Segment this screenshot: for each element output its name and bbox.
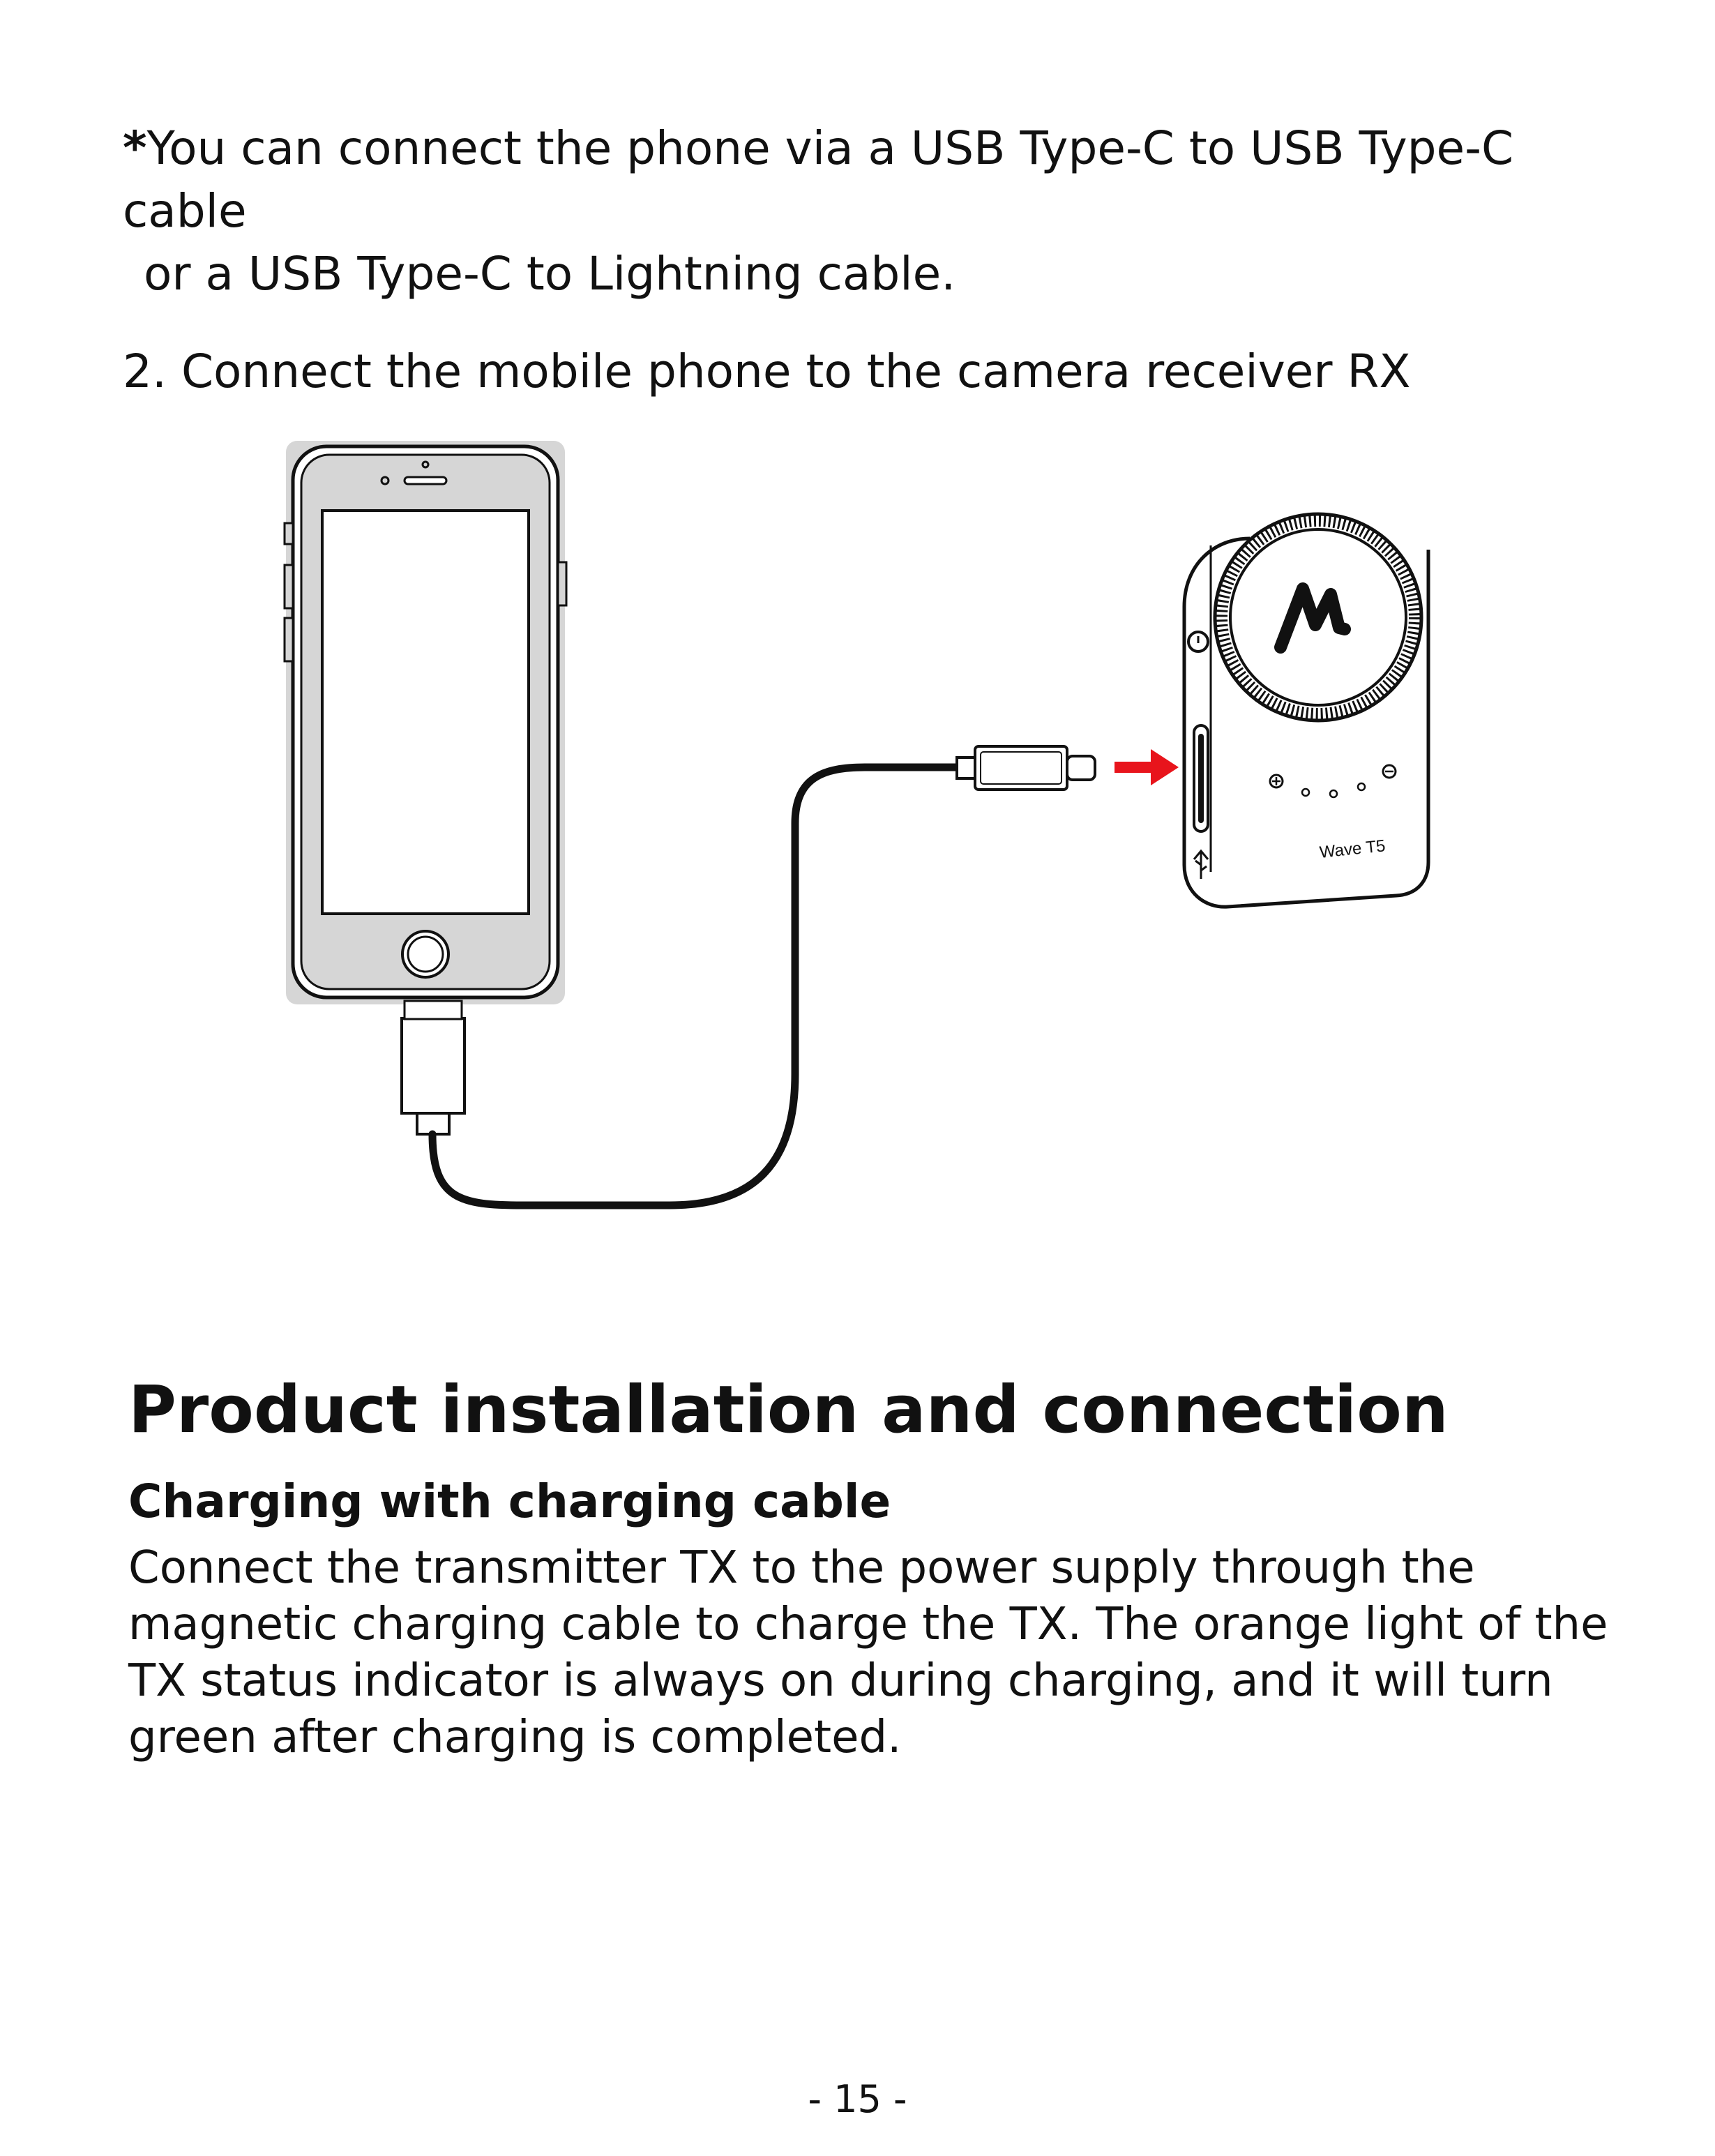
phone-volume-up — [283, 564, 294, 610]
note-line-1: You can connect the phone via a USB Type… — [123, 121, 1514, 238]
receiver-led-3 — [1357, 782, 1366, 792]
receiver-device-image: Wave T5 — [1182, 512, 1430, 909]
smartphone-image — [283, 441, 568, 1004]
phone-earpiece — [403, 476, 448, 485]
usbc-plug-tip — [1066, 755, 1096, 781]
phone-power-button — [557, 561, 568, 607]
receiver-minus-icon — [1382, 764, 1397, 779]
usbc-plug-housing — [974, 745, 1068, 791]
lightning-plug-housing — [400, 1017, 466, 1115]
receiver-plus-icon — [1269, 774, 1284, 789]
usb-symbol-icon — [1193, 849, 1209, 879]
phone-home-button — [401, 930, 450, 979]
subsection-title: Charging with charging cable — [128, 1475, 891, 1528]
section-title: Product installation and connection — [128, 1372, 1449, 1448]
receiver-led-2 — [1329, 789, 1338, 799]
receiver-led-1 — [1301, 787, 1310, 797]
usbc-plug-strain-relief — [955, 756, 978, 780]
phone-screen — [321, 509, 530, 915]
phone-sensor — [380, 476, 390, 485]
charging-cable-image — [400, 745, 1096, 1209]
insert-arrow-icon — [1115, 749, 1179, 785]
receiver-dial-knurl — [1216, 515, 1420, 719]
section-body-text: Connect the transmitter TX to the power … — [128, 1542, 1608, 1763]
brand-logo-icon — [1274, 582, 1351, 654]
cable-line — [428, 763, 961, 1209]
page-number: - 15 - — [808, 2077, 907, 2121]
phone-volume-down — [283, 617, 294, 663]
cable-note: *You can connect the phone via a USB Typ… — [123, 117, 1629, 306]
connection-illustration: Wave T5 — [283, 441, 1430, 1209]
phone-mute-switch — [283, 522, 294, 545]
phone-front-camera — [421, 460, 430, 469]
note-asterisk: * — [123, 121, 147, 175]
note-line-2: or a USB Type-C to Lightning cable. — [144, 247, 956, 301]
lightning-plug-tip — [403, 1000, 463, 1020]
step-heading: 2. Connect the mobile phone to the camer… — [123, 345, 1411, 398]
